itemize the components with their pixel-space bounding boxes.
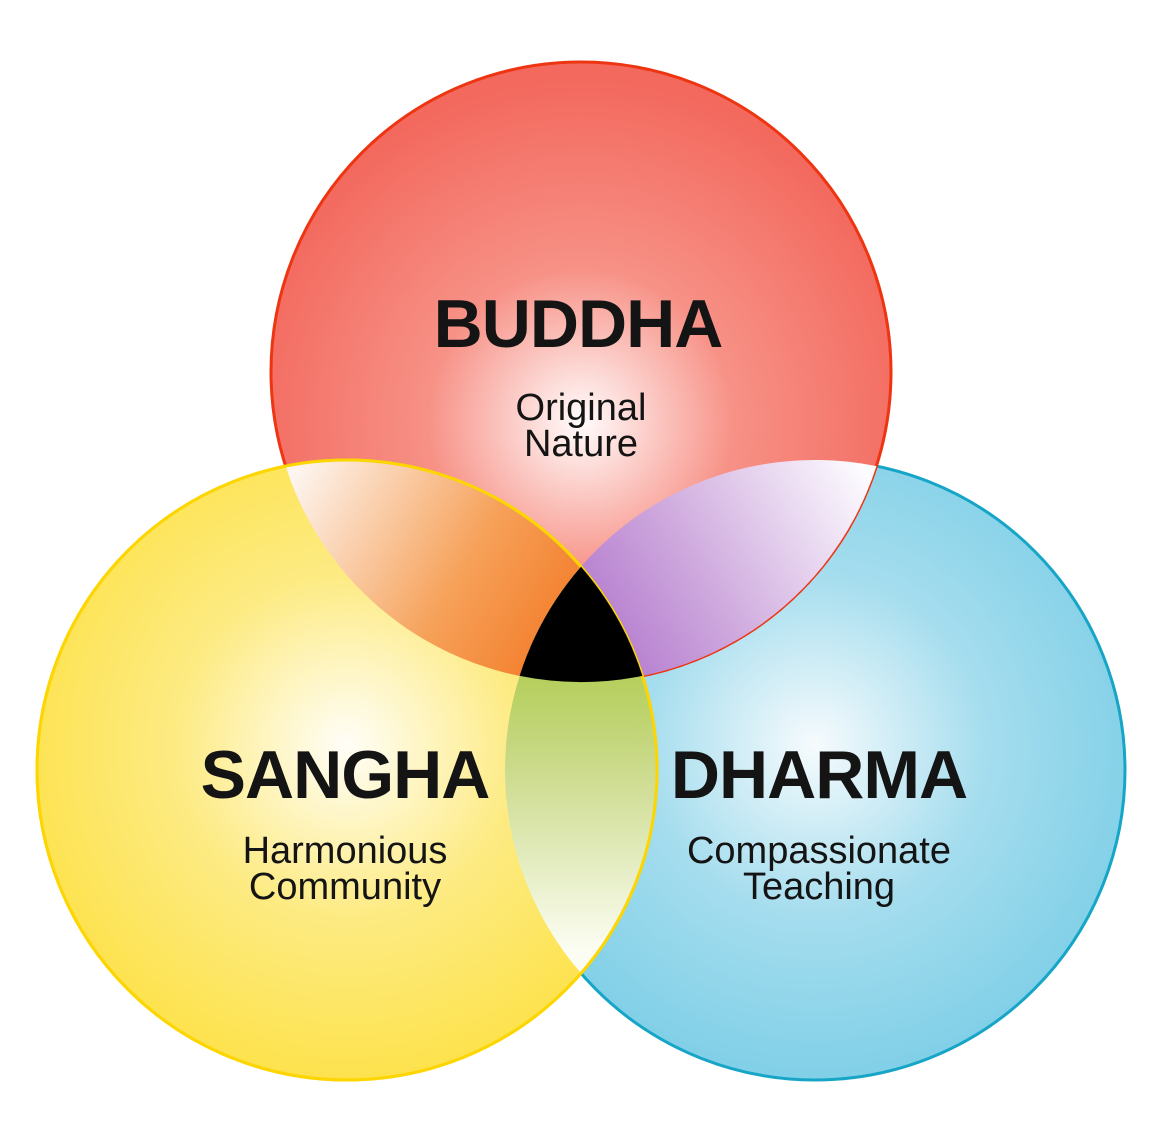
overlap-center — [519, 566, 643, 683]
buddha-subtitle-line1: Original — [516, 387, 647, 429]
buddha-subtitle-line2: Nature — [524, 423, 638, 465]
dharma-title: DHARMA — [671, 737, 967, 813]
sangha-subtitle-line2: Community — [249, 866, 441, 908]
sangha-circle-outline — [35, 458, 659, 1082]
sangha-subtitle-line1: Harmonious — [243, 830, 448, 872]
dharma-subtitle-line2: Teaching — [743, 866, 895, 908]
dharma-subtitle-line1: Compassionate — [687, 830, 951, 872]
labels: BUDDHA Original Nature SANGHA Harmonious… — [201, 286, 968, 908]
buddha-title: BUDDHA — [434, 286, 723, 362]
sangha-title: SANGHA — [201, 737, 490, 813]
